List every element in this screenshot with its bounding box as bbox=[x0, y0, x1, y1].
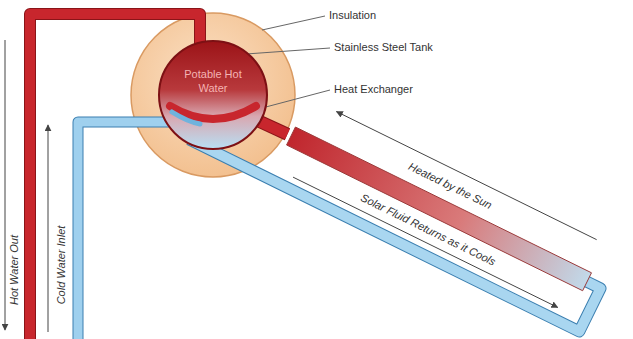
pipe-label: Cold Water Inlet bbox=[55, 226, 68, 305]
callout-label: Insulation bbox=[329, 9, 376, 22]
solar-collector bbox=[287, 127, 592, 291]
leader-line bbox=[246, 48, 330, 54]
leader-line bbox=[262, 16, 325, 30]
return-pipe-outline bbox=[189, 139, 600, 331]
callout-label: Stainless Steel Tank bbox=[334, 41, 433, 54]
return-pipe bbox=[189, 139, 600, 331]
tank-label: Potable Hot Water bbox=[181, 68, 245, 96]
cold-water-pipe-outline bbox=[78, 122, 170, 339]
storage-tank: Potable Hot Water bbox=[158, 40, 268, 150]
flow-arrow bbox=[293, 177, 558, 307]
flow-label: Heated by the Sun bbox=[406, 160, 494, 212]
flow-arrow bbox=[5, 40, 6, 330]
leader-line bbox=[262, 90, 330, 108]
flow-arrow bbox=[336, 112, 596, 240]
heat-exchanger bbox=[158, 40, 268, 150]
cold-water-pipe bbox=[78, 122, 170, 339]
callout-label: Heat Exchanger bbox=[334, 83, 413, 96]
flow-arrow bbox=[48, 125, 49, 332]
pipe-label: Hot Water Out bbox=[8, 235, 21, 305]
